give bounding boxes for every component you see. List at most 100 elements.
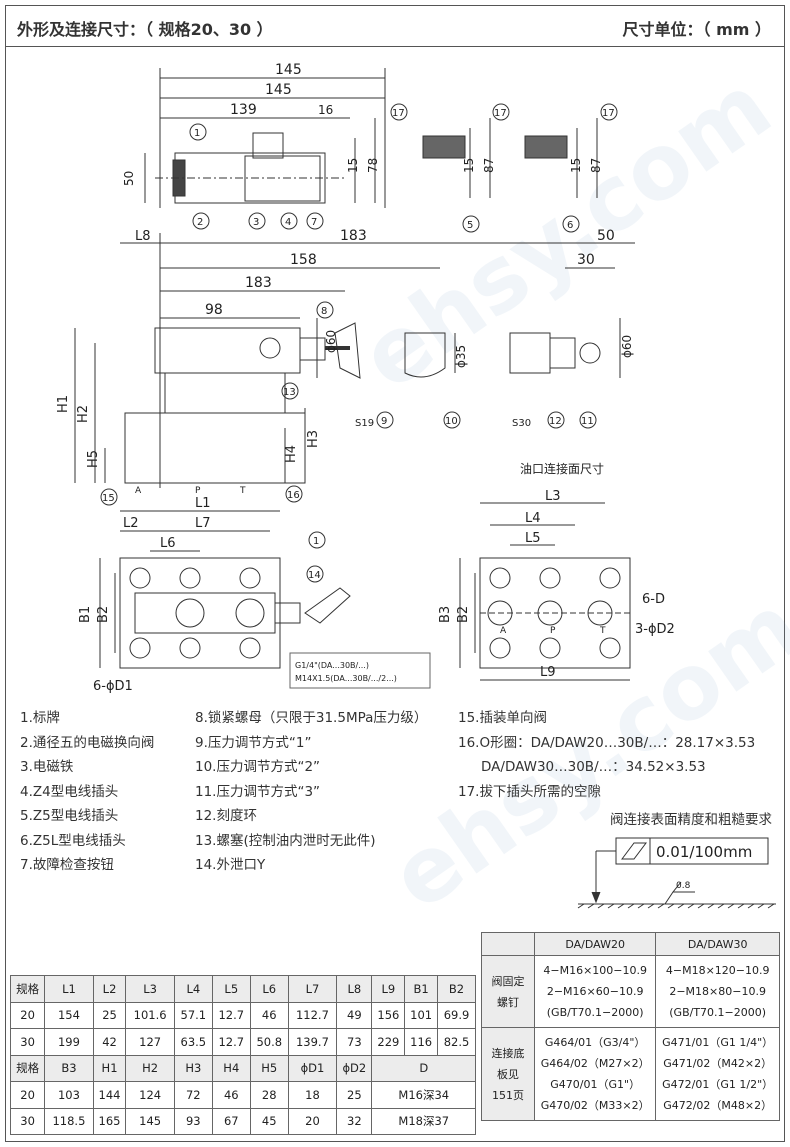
- dim-L4: L4: [525, 511, 541, 526]
- table-cell: 139.7: [287, 1028, 338, 1056]
- roughness-value: 0.8: [676, 881, 691, 891]
- table-cell: 57.1: [173, 1001, 213, 1029]
- table-cell: 45: [249, 1107, 289, 1135]
- dim-L6: L6: [160, 536, 176, 551]
- dim-30: 30: [577, 252, 595, 268]
- bolt-cell: 4−M18×120−10.9: [665, 964, 770, 977]
- table-cell: 28: [249, 1081, 289, 1109]
- svg-text:13: 13: [283, 387, 296, 398]
- table-cell: 199: [44, 1028, 94, 1056]
- dim-98: 98: [205, 302, 223, 318]
- dim-L7: L7: [195, 516, 211, 531]
- port-note-2: M14X1.5(DA...30B/.../2...): [295, 674, 397, 683]
- table-cell: 46: [211, 1081, 251, 1109]
- table-header: 规格: [9, 975, 46, 1003]
- table-cell: 82.5: [436, 1028, 477, 1056]
- legend-item: 9.压力调节方式“1”: [195, 734, 312, 751]
- table-cell: 156: [371, 1001, 406, 1029]
- table-header: L6: [249, 975, 289, 1003]
- table-cell: 50.8: [249, 1028, 289, 1056]
- svg-text:8: 8: [321, 306, 327, 317]
- dim-B2: B2: [96, 606, 111, 623]
- table-cell: 144: [92, 1081, 127, 1109]
- table-cell: 69.9: [436, 1001, 477, 1029]
- table-header: L3: [125, 975, 175, 1003]
- table-cell: 20: [9, 1081, 46, 1109]
- bolt-cell: G471/02（M42×2）: [663, 1057, 773, 1070]
- legend-item: 17.拔下插头所需的空隙: [458, 783, 601, 800]
- legend-item: 11.压力调节方式“3”: [195, 783, 321, 800]
- dim-H1: H1: [56, 395, 71, 413]
- svg-text:12: 12: [549, 416, 562, 427]
- table-cell: 63.5: [173, 1028, 213, 1056]
- dim-L8: L8: [135, 229, 151, 244]
- dim-H4: H4: [284, 445, 299, 463]
- dim-15: 15: [346, 158, 360, 173]
- flatness-value: 0.01/100mm: [656, 843, 752, 861]
- legend-item: 6.Z5L型电线插头: [20, 832, 126, 849]
- surface-requirement: 阀连接表面精度和粗糙要求 0.01/100mm 0.8: [570, 808, 780, 923]
- dim-145a: 145: [275, 62, 302, 78]
- dim-50: 50: [122, 171, 136, 186]
- dim-H5: H5: [86, 450, 101, 468]
- dim-H3: H3: [306, 430, 321, 448]
- bolt-cell: G471/01（G1 1/4"）: [662, 1036, 774, 1049]
- table-header: B2: [436, 975, 477, 1003]
- svg-text:3: 3: [253, 217, 259, 228]
- table-cell: 12.7: [211, 1028, 251, 1056]
- table-row: 20 154 25 101.6 57.1 12.7 46 112.7 49 15…: [9, 1001, 477, 1029]
- dim-87a: 87: [482, 158, 496, 173]
- svg-text:14: 14: [308, 570, 321, 581]
- top-view-group: 145 145 139 16 50 15 78 15 87 15 87: [122, 62, 603, 208]
- svg-text:2: 2: [197, 217, 203, 228]
- dim-L3: L3: [545, 489, 561, 504]
- legend-item: 15.插装单向阀: [458, 710, 547, 726]
- table-row: 20 103 144 124 72 46 28 18 25 M16深34: [9, 1081, 476, 1109]
- bolt-cell: (GB/T70.1−2000): [546, 1006, 644, 1019]
- dim-d60a: ϕ60: [324, 330, 338, 353]
- table-cell: 20: [287, 1107, 338, 1135]
- table-cell: 118.5: [44, 1107, 94, 1135]
- bolt-table: DA/DAW20 DA/DAW30 阀固定螺钉 4−M16×100−10.9 2…: [481, 932, 780, 1121]
- table-cell: 112.7: [287, 1001, 338, 1029]
- legend-item: 3.电磁铁: [20, 759, 74, 775]
- bolt-cell: G472/02（M48×2）: [663, 1099, 773, 1112]
- dim-H2: H2: [76, 405, 91, 423]
- svg-text:A: A: [500, 626, 507, 636]
- dim-L5: L5: [525, 531, 541, 546]
- table-cell: 124: [125, 1081, 175, 1109]
- dim-d35: ϕ35: [454, 345, 468, 368]
- svg-text:4: 4: [285, 217, 291, 228]
- svg-text:T: T: [599, 626, 606, 636]
- table-header: H4: [211, 1054, 251, 1082]
- header-bar: 外形及连接尺寸：（ 规格20、30 ） 尺寸单位：（ mm ）: [5, 5, 785, 47]
- table-cell: 93: [173, 1107, 213, 1135]
- bolt-row-label: 连接底板见151页: [481, 1027, 535, 1121]
- table-cell: 32: [336, 1107, 373, 1135]
- svg-text:17: 17: [494, 108, 507, 119]
- dim-183b: 183: [245, 275, 272, 291]
- table-cell: 25: [92, 1001, 127, 1029]
- bolt-cell: G464/01（G3/4"）: [544, 1036, 646, 1049]
- surface-title: 阀连接表面精度和粗糙要求: [610, 812, 772, 828]
- table-cell: 165: [92, 1107, 127, 1135]
- dim-B3: B3: [438, 606, 453, 623]
- table-header: ϕD2: [336, 1054, 373, 1082]
- page-title: 外形及连接尺寸：（ 规格20、30 ）: [17, 20, 273, 39]
- dim-3D2: 3-ϕD2: [635, 622, 675, 637]
- legend-item: 12.刻度环: [195, 808, 257, 824]
- bolt-corner: [481, 932, 535, 956]
- legend-item: 7.故障检查按钮: [20, 857, 114, 873]
- callouts-mid: 8 13 9 10 12 11 15 16: [100, 301, 597, 506]
- bolt-cell: (GB/T70.1−2000): [669, 1006, 767, 1019]
- legend-item: 2.通径五的电磁换向阀: [20, 734, 155, 751]
- table-cell: 49: [336, 1001, 373, 1029]
- table-cell: 145: [125, 1107, 175, 1135]
- callouts-top: 1 2 3 4 7 17 17 17 5 6: [189, 103, 618, 233]
- table-header: L8: [336, 975, 373, 1003]
- svg-text:P: P: [550, 626, 556, 636]
- dim-d60b: ϕ60: [620, 335, 634, 358]
- table-header: H3: [173, 1054, 213, 1082]
- legend-item: 1.标牌: [20, 710, 60, 726]
- page-frame: [5, 5, 785, 1142]
